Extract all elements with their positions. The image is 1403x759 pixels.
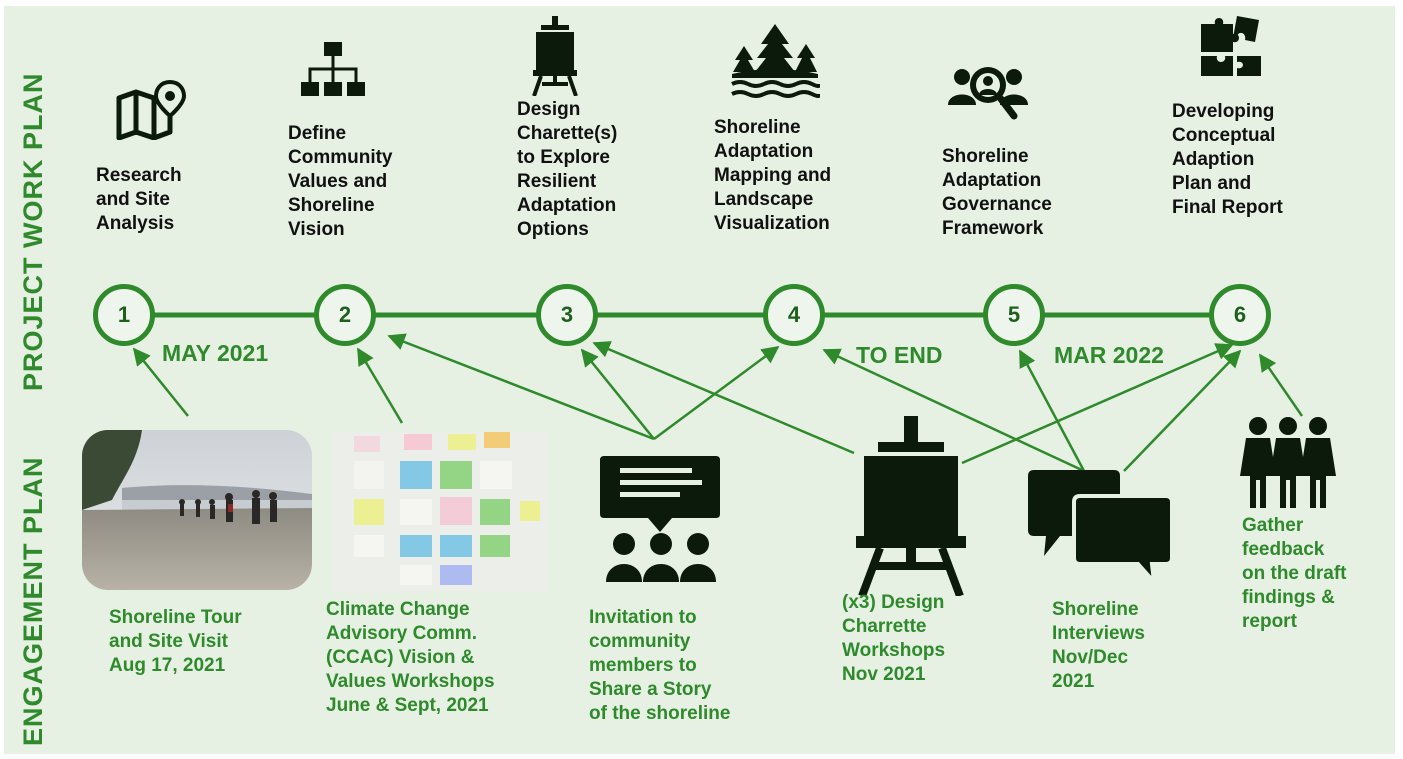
arrow-feedback-to-step6	[1258, 353, 1304, 417]
shoreline-photo	[82, 430, 312, 590]
connector-layer	[124, 312, 1304, 473]
engagement-2-title: Climate Change Advisory Comm. (CCAC) Vis…	[326, 599, 495, 716]
org-chart-icon	[301, 42, 365, 96]
step-4-title: Shoreline Adaptation Mapping and Landsca…	[714, 117, 832, 234]
arrow-ccac-to-step2	[356, 347, 404, 424]
step-3-title: Design Charette(s) to Explore Resilient …	[517, 99, 618, 240]
arrow-interviews-to-step6	[1123, 349, 1242, 472]
step-1-title: Research and Site Analysis	[96, 165, 182, 234]
side-label-engagement: ENGAGEMENT PLAN	[18, 456, 48, 746]
easel-icon	[532, 16, 578, 96]
timeline-label-middle: TO END	[856, 342, 943, 368]
arrow-tour-to-step1	[132, 347, 189, 417]
arrow-interviews-to-step5	[1018, 349, 1086, 472]
step-5-circle: 5	[983, 284, 1045, 346]
map-pin-icon	[116, 80, 186, 140]
puzzle-icon	[1201, 16, 1261, 76]
community-speech-icon	[600, 456, 720, 582]
arrow-charrette-to-step6	[961, 343, 1234, 465]
step-4-circle: 4	[763, 284, 825, 346]
step-2-title: Define Community Values and Shoreline Vi…	[288, 123, 393, 240]
chat-bubbles-icon	[1028, 470, 1174, 584]
forest-island-icon	[731, 24, 820, 98]
arrow-charrette-to-step3	[592, 341, 855, 455]
step-6-circle: 6	[1209, 284, 1271, 346]
group-people-icon	[1240, 417, 1336, 508]
step-6-title: Developing Conceptual Adaption Plan and …	[1172, 101, 1283, 218]
engagement-5-title: Shoreline Interviews Nov/Dec 2021	[1052, 599, 1145, 692]
step-1-circle: 1	[93, 284, 155, 346]
people-search-icon	[948, 67, 1028, 120]
step-2-circle: 2	[314, 284, 376, 346]
engagement-1-title: Shoreline Tour and Site Visit Aug 17, 20…	[109, 607, 242, 676]
engagement-4-title: (x3) Design Charrette Workshops Nov 2021	[842, 592, 946, 685]
step-5-title: Shoreline Adaptation Governance Framewor…	[942, 146, 1052, 239]
arrow-story-to-step2	[387, 333, 655, 441]
arrow-story-to-step4	[653, 345, 780, 441]
arrow-interviews-to-step4	[822, 348, 1085, 473]
engagement-3-title: Invitation to community members to Share…	[589, 607, 731, 724]
sticky-notes-photo	[334, 431, 546, 591]
diagram-canvas: PROJECT WORK PLAN ENGAGEMENT PLAN	[4, 6, 1395, 754]
timeline-label-start: MAY 2021	[162, 340, 269, 366]
arrow-story-to-step3	[580, 348, 655, 440]
side-label-project: PROJECT WORK PLAN	[18, 72, 48, 391]
engagement-6-title: Gather feedback on the draft findings & …	[1242, 515, 1347, 632]
timeline-label-end: MAR 2022	[1054, 342, 1164, 368]
easel-icon	[856, 416, 966, 596]
step-3-circle: 3	[536, 284, 598, 346]
